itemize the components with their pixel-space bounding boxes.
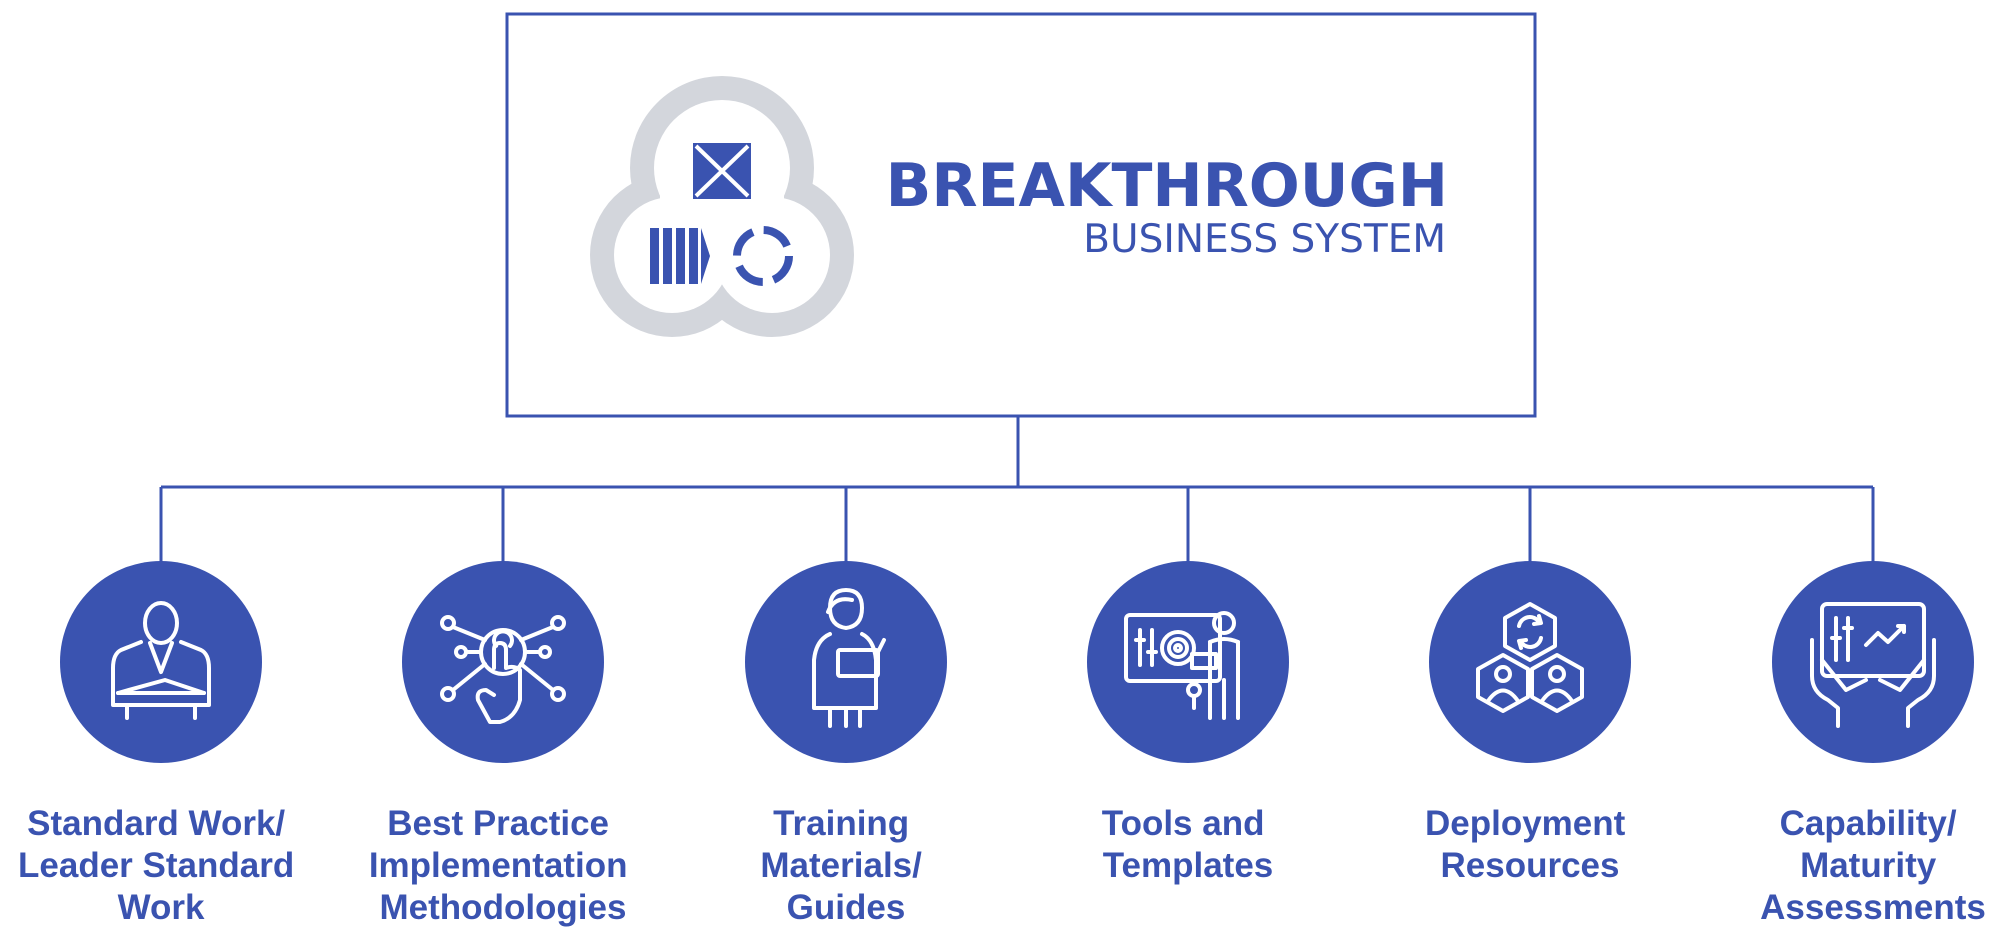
- logo-ring: [590, 76, 854, 337]
- svg-text:Training Materials/: Training Materials/ Guides: [760, 804, 931, 927]
- cycle-arrows-icon: [733, 226, 793, 286]
- node-circle: [1772, 561, 1974, 763]
- node-label-line: Best Practice: [387, 804, 609, 843]
- node-circle: [60, 561, 262, 763]
- node-label-line: Resources: [1441, 846, 1620, 885]
- node-label-line: Deployment: [1425, 804, 1626, 843]
- svg-text:Standard Work/ Leader St: Standard Work/ Leader Standard Work: [18, 804, 304, 927]
- svg-text:Deployment Resources: Deployment Resources: [1425, 804, 1635, 885]
- node-label-line: Materials/: [760, 846, 922, 885]
- header-box: [505, 12, 1537, 418]
- connectors: [159, 416, 1875, 562]
- team-hexagon-icon: [1476, 602, 1584, 713]
- logo: [590, 76, 854, 337]
- node-label-line: Leader Standard: [18, 846, 294, 885]
- node-label-line: Standard Work/: [27, 804, 285, 843]
- header-subtitle: BUSINESS SYSTEM: [1083, 217, 1446, 262]
- presentation-board-icon: [1124, 611, 1240, 720]
- svg-text:Capability/ Maturity: Capability/ Maturity Assessments: [1760, 804, 1986, 927]
- node-label-line: Capability/: [1780, 804, 1957, 843]
- node-circles: [60, 561, 1974, 763]
- node-label-line: Training: [773, 804, 909, 843]
- node-label-line: Templates: [1103, 846, 1274, 885]
- node-labels: Standard Work/ Leader Standard Work Best…: [18, 804, 1986, 927]
- node-label-line: Assessments: [1760, 888, 1986, 927]
- svg-text:Best Practice Implementa: Best Practice Implementation Methodologi…: [369, 804, 637, 927]
- node-label-line: Work: [118, 888, 205, 927]
- network-hub-icon: [440, 615, 566, 724]
- trainer-clipboard-icon: [812, 588, 886, 728]
- node-label-line: Maturity: [1800, 846, 1937, 885]
- node-circle: [402, 561, 604, 763]
- node-circle: [1087, 561, 1289, 763]
- header-title: BREAKTHROUGH: [886, 151, 1448, 221]
- node-label-line: Tools and: [1102, 804, 1265, 843]
- process-arrow-icon: [650, 228, 710, 284]
- tablet-chart-icon: [1810, 602, 1936, 728]
- node-circle: [745, 561, 947, 763]
- node-label-line: Implementation: [369, 846, 628, 885]
- node-label-line: Methodologies: [380, 888, 627, 927]
- leader-person-icon: [111, 601, 211, 720]
- node-label-line: Guides: [787, 888, 906, 927]
- svg-text:Tools and Templates: Tools and Templates: [1102, 804, 1274, 885]
- envelope-x-icon: [693, 143, 751, 199]
- node-circle: [1429, 561, 1631, 763]
